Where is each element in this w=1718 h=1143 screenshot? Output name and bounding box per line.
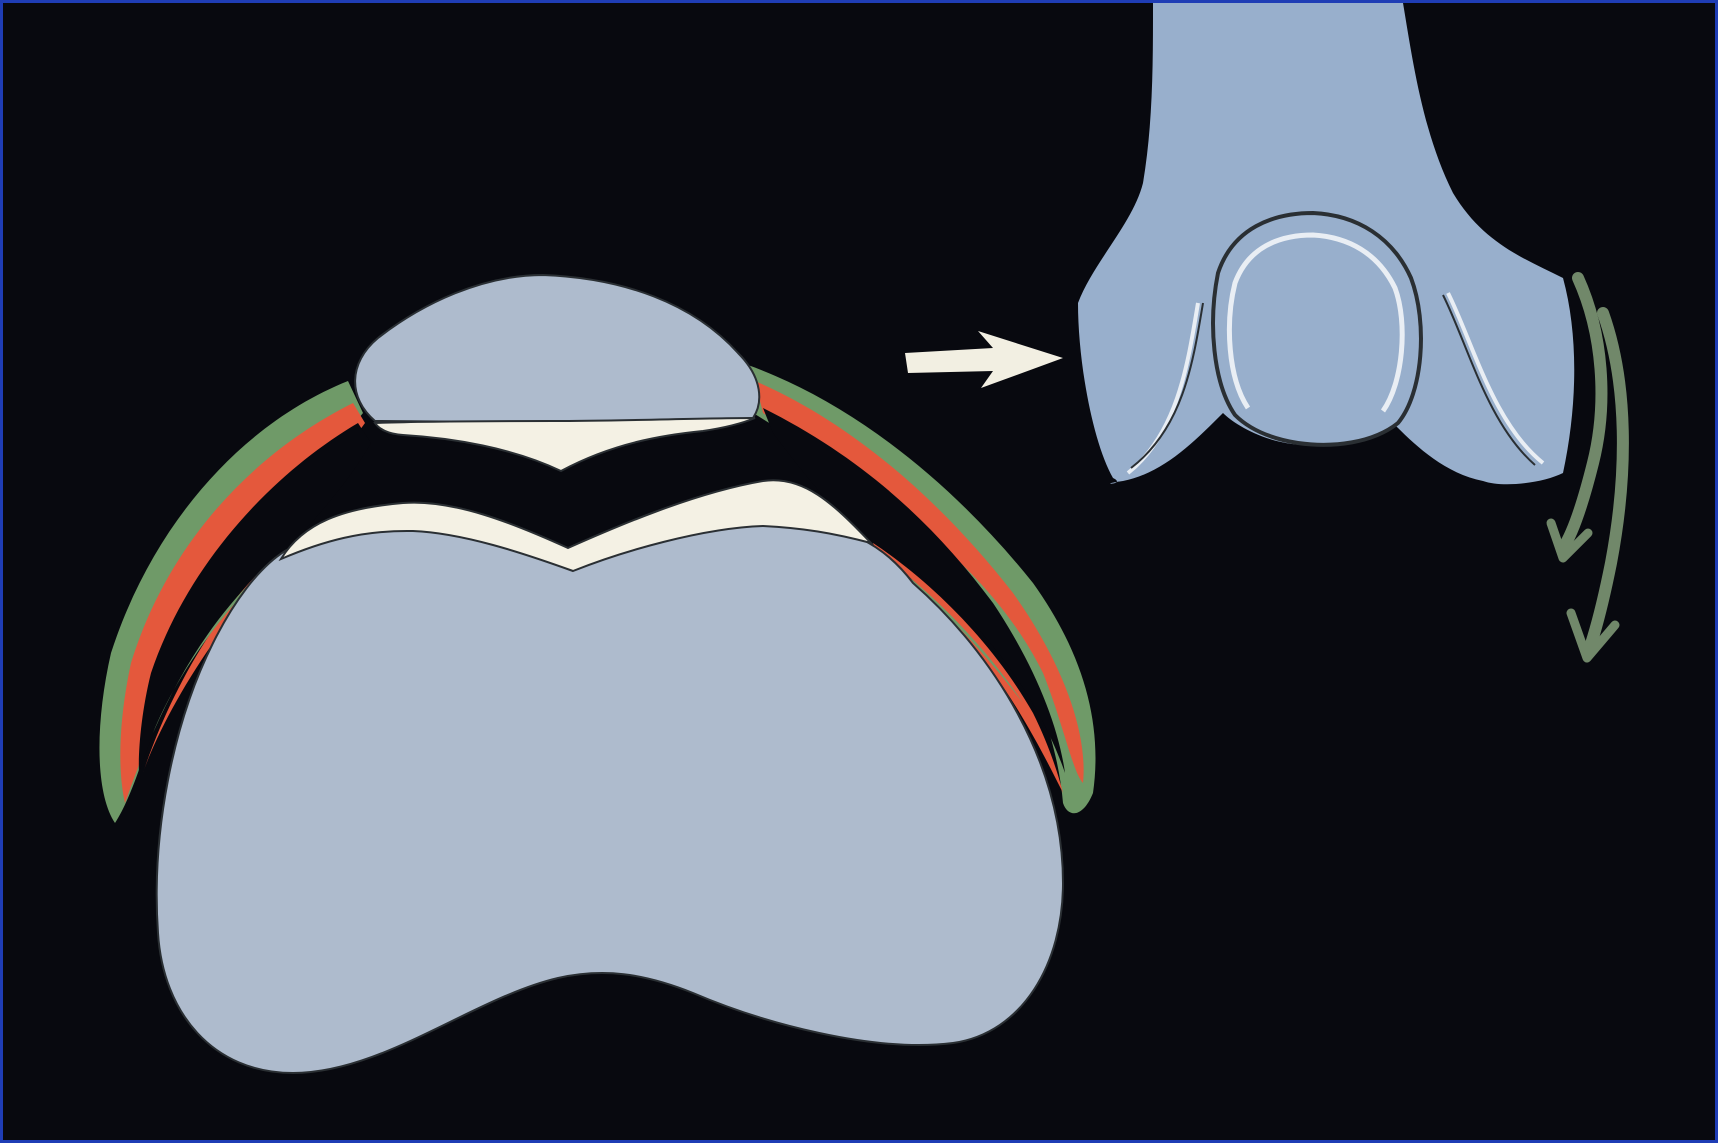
intercondylar-notch (1213, 213, 1421, 445)
knee-diagram (3, 3, 1715, 1140)
